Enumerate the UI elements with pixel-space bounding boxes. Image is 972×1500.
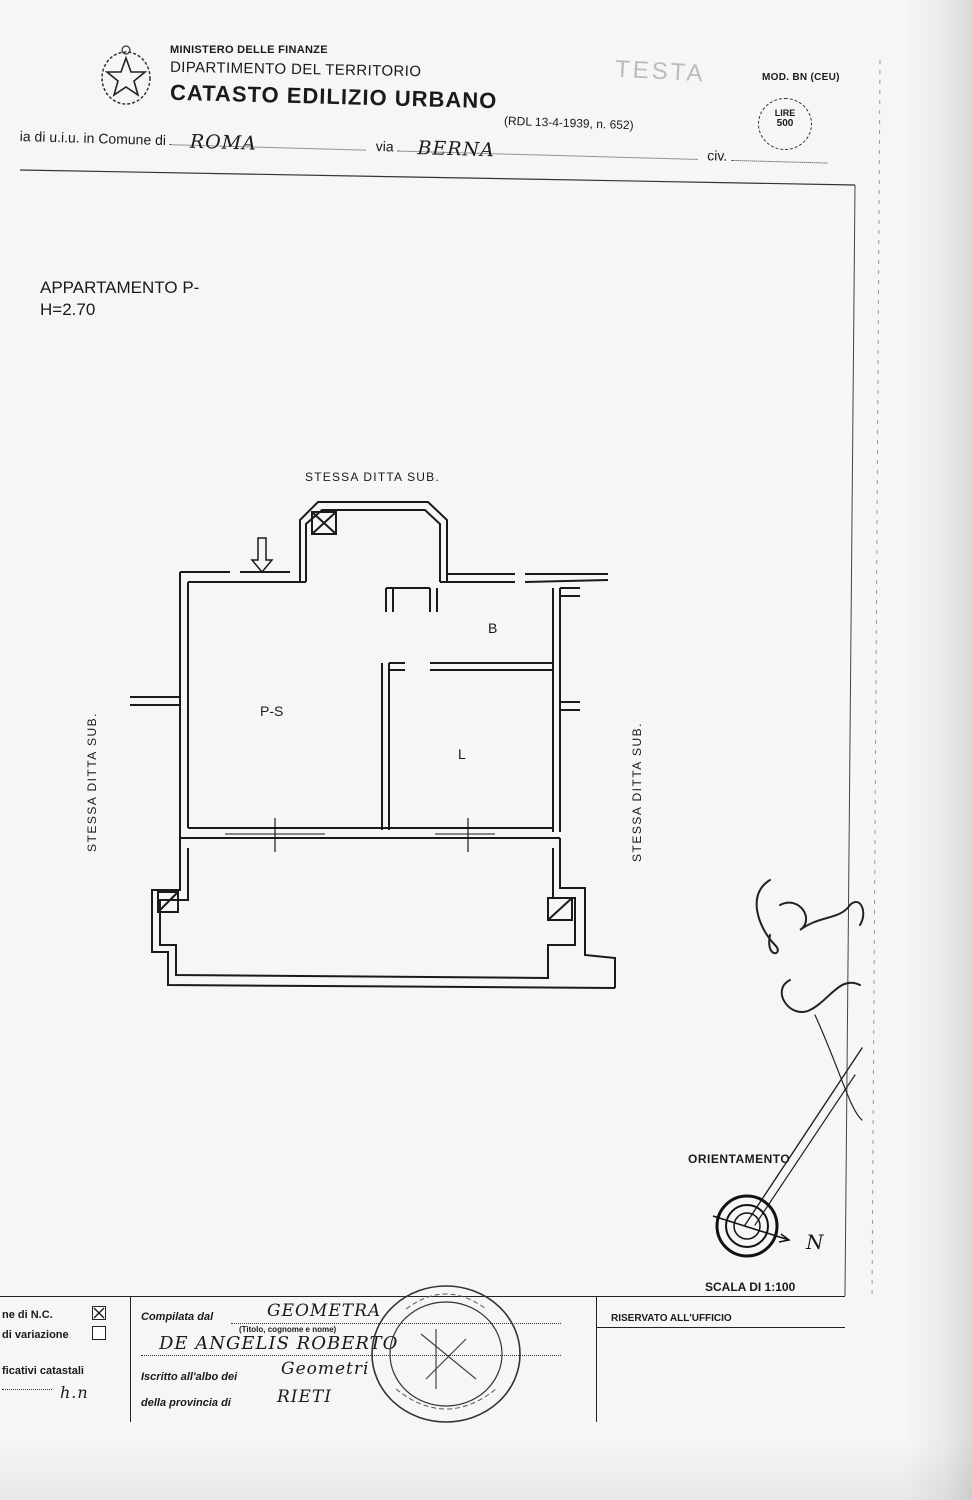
room-bedroom-label: L [458,746,466,762]
model-code: MOD. BN (CEU) [762,72,840,83]
variation-checkbox[interactable] [92,1326,106,1340]
emblem-seal [96,42,156,110]
revenue-stamp-line2: 500 [776,118,794,129]
albo-value: Geometri [281,1359,370,1379]
province-value: RIETI [277,1387,332,1407]
reserved-office-label: RISERVATO ALL'UFFICIO [611,1313,732,1324]
page-edge-shadow [905,0,972,1500]
reserved-office-line [597,1327,845,1328]
surveyor-name-line [141,1355,561,1356]
north-label: N [806,1230,825,1254]
compiled-by-value: GEOMETRA [267,1301,382,1321]
surveyor-seal [371,1285,521,1423]
compiled-by-line [231,1323,561,1324]
plan-title: APPARTAMENTO P- [40,278,200,297]
ministry-title: MINISTERO DELLE FINANZE [170,44,328,56]
scale-label: SCALA DI 1:100 [705,1280,796,1294]
albo-label: Iscritto all'albo dei [141,1371,238,1383]
tb-right-cell: RISERVATO ALL'UFFICIO [597,1297,845,1422]
revenue-stamp-line1: LIRE [774,108,796,118]
cadastral-dotted-line [2,1389,52,1390]
page-bottom-shadow [0,1440,972,1500]
plan-height: H=2.70 [40,300,96,319]
top-neighbor-label: STESSA DITTA SUB. [305,470,440,484]
tb-middle-cell: Compilata dal GEOMETRA (Titolo, cognome … [131,1285,597,1423]
revenue-stamp: LIRE 500 [758,98,812,150]
room-living-label: P-S [260,703,284,719]
province-label: della provincia di [141,1397,231,1409]
entrance-arrow [250,537,274,574]
surveyor-name: DE ANGELIS ROBERTO [159,1333,399,1354]
new-construction-checkbox[interactable] [92,1306,106,1320]
cadastral-value: h.n [60,1383,89,1402]
tb-left-cell: ne di N.C. di variazione ficativi catast… [0,1297,131,1422]
compass-icon [712,1194,791,1258]
compiled-by-label: Compilata dal [141,1311,214,1323]
variation-label: di variazione [2,1329,69,1341]
name-hint: (Titolo, cognome e nome) [239,1325,337,1334]
orientation-label: ORIENTAMENTO [688,1152,791,1166]
new-construction-label: ne di N.C. [2,1309,53,1321]
title-block: ne di N.C. di variazione ficativi catast… [0,1285,845,1423]
room-bath-label: B [488,620,498,636]
cadastral-label: ficativi catastali [2,1365,84,1377]
